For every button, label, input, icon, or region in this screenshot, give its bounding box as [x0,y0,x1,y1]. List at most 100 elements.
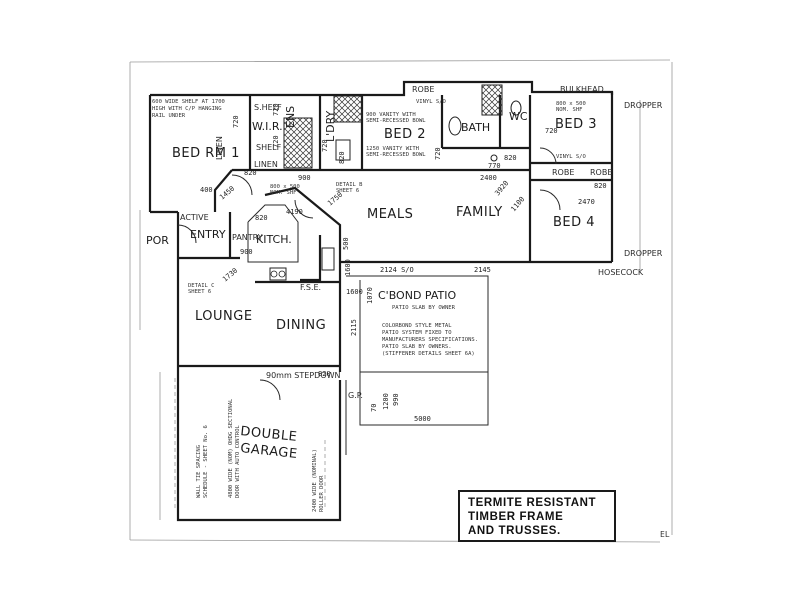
note-garage-tie-2: SCHEDULE - SHEET No. 6 [203,425,209,498]
label-linen-top: LINEN [254,160,278,169]
note-patio-4: PATIO SLAB BY OWNERS. [382,344,452,350]
note-detail-b-a: DETAIL B [336,182,363,188]
dim-1730: 1730 [221,267,239,284]
room-ens: ENS [284,106,297,128]
dim-1200: 1200 [382,393,390,410]
dim-1600-a: 1600 [346,288,363,296]
dim-820-e: 820 [338,151,346,164]
note-patio-3: MANUFACTURERS SPECIFICATIONS. [382,337,478,343]
title-block: TERMITE RESISTANT TIMBER FRAME AND TRUSS… [458,490,616,542]
dim-900-b: 900 [298,174,311,182]
dim-820-a: 820 [504,154,517,162]
dim-1600-b: 1600 [344,259,352,276]
dim-70: 70 [370,404,378,412]
walls [148,80,614,522]
label-dropper-top: DROPPER [624,101,663,110]
note-garage-roller-2: ROLLER DOOR [319,475,325,512]
label-active: ACTIVE [180,213,209,222]
note-shelf-3: RAIL UNDER [152,113,186,119]
dim-2400: 2400 [480,174,497,182]
room-ldry: L'DRY [324,110,337,142]
dim-2145: 2145 [474,266,491,274]
note-shelf-2: HIGH WITH C/P HANGING [152,106,222,112]
label-robe-top: ROBE [412,85,434,94]
note-garage-roller-1: 2400 WIDE (NOMINAL) [312,449,318,512]
room-garage-line1: DOUBLE [240,424,298,445]
scan-edges [129,59,673,543]
label-pantry: PANTRY [232,233,263,242]
label-stepdown: 90mm STEPDOWN [266,371,341,380]
door-swings [177,147,561,401]
dim-720-a: 720 [272,135,280,148]
note-garage-door-2: DOOR WITH AUTO CONTROL [235,424,241,498]
note-detail-b-b: SHEET 6 [336,188,359,194]
note-bed3-shelf-a: 800 x 500 [556,101,586,107]
title-line-2: TIMBER FRAME [468,511,564,523]
note-garage-door-1: 4800 WIDE (NOM) OHDG SECTIONAL [228,398,234,498]
garage-doors [174,378,326,510]
dim-2115: 2115 [350,319,358,336]
dim-1450: 1450 [218,185,236,202]
dim-820-f: 820 [255,214,268,222]
label-hosecock: HOSECOCK [598,268,644,277]
note-vanity-1b: SEMI-RECESSED BOWL [366,118,426,124]
dim-5000: 5000 [414,415,431,423]
dim-1100: 1100 [509,195,526,213]
label-bulkhead: BULKHEAD [560,85,604,94]
room-bed1: BED RM 1 [172,146,240,161]
dim-820-b: 820 [594,182,607,190]
note-patio-1: COLORBOND STYLE METAL [382,323,452,329]
dim-720-c: 720 [434,147,442,160]
room-family: FAMILY [456,205,503,220]
room-wir: W.I.R. [252,120,283,133]
dim-2470: 2470 [578,198,595,206]
room-kitch: KITCH. [256,233,292,246]
label-shelf-top: S.HELF [254,103,282,112]
room-patio: C'BOND PATIO [378,289,456,302]
note-garage-tie-1: WALL TIE SPACING [196,445,202,498]
dim-900-a: 900 [240,248,253,256]
label-gp: G.P. [348,391,363,400]
note-vanity-2a: 1250 VANITY WITH [366,146,419,152]
dim-990: 990 [392,393,400,406]
note-detail-c-a: DETAIL C [188,283,215,289]
note-kitchen-shelf-b: NOM. SHF [270,190,297,196]
label-robe-right: ROBE [590,168,612,177]
note-shelf-1: 600 WIDE SHELF AT 1700 [152,99,225,105]
room-bath: BATH [461,121,490,134]
label-linen-bottom: LINEN [215,136,224,160]
room-garage-line2: GARAGE [240,441,299,462]
corner-mark: EL [660,530,670,539]
dim-720-f: 720 [321,139,329,152]
room-lounge: LOUNGE [195,309,253,324]
note-vanity-1a: 900 VANITY WITH [366,112,416,118]
dim-820-c: 820 [244,169,257,177]
room-entry: ENTRY [190,228,226,241]
note-bed3-shelf-b: NOM. SHF [556,107,583,113]
dim-500: 500 [342,237,350,250]
room-wc: WC [509,110,528,123]
dim-4190: 4190 [286,208,303,216]
label-shelf-bottom: SHELF [256,143,282,152]
note-patio-sub: PATIO SLAB BY OWNER [392,305,456,311]
note-patio-2: PATIO SYSTEM FIXED TO [382,330,452,336]
label-robe-mid: ROBE [552,168,574,177]
dim-720-e: 720 [232,115,240,128]
note-patio-5: (STIFFENER DETAILS SHEET 6A) [382,351,475,357]
dim-720-b: 720 [272,103,280,116]
note-kitchen-shelf-a: 800 x 500 [270,184,300,190]
tiled-areas [283,84,503,169]
dim-400: 400 [200,186,213,194]
room-meals: MEALS [367,207,413,222]
dim-1070: 1070 [366,287,374,304]
room-por: POR [146,234,169,247]
fixtures [269,100,522,281]
room-bed4: BED 4 [553,215,595,230]
note-vinyl-top: VINYL S/O [416,99,446,105]
dim-720-d: 720 [545,127,558,135]
dim-770: 770 [488,162,501,170]
note-vinyl-bed3: VINYL S/O [556,154,586,160]
dim-2124: 2124 S/O [380,266,414,274]
note-detail-c-b: SHEET 6 [188,289,211,295]
